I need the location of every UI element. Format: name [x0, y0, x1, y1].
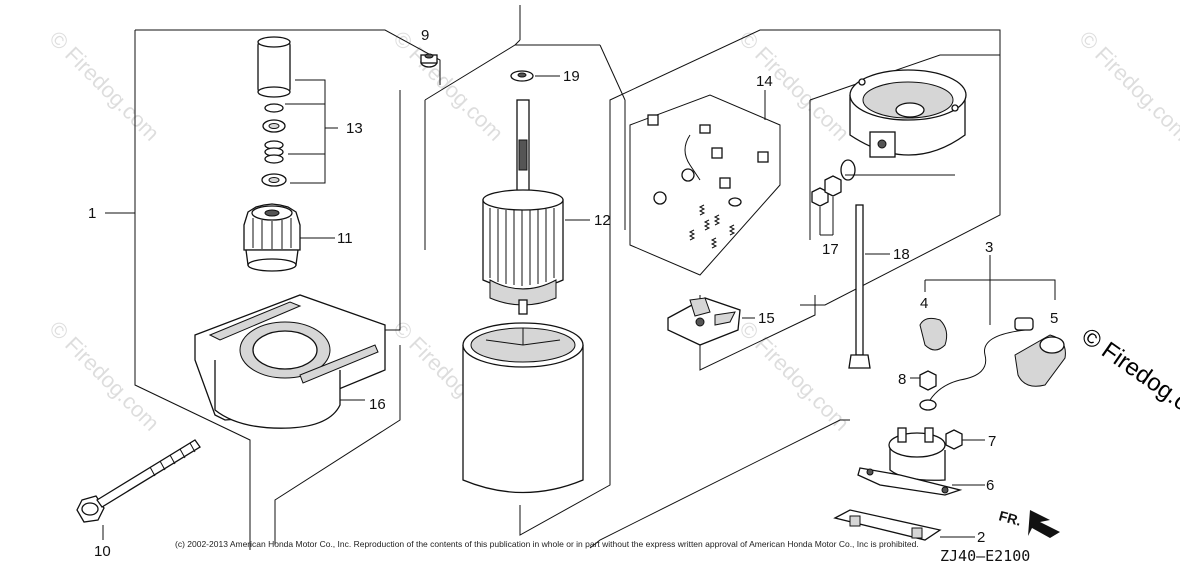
part-end-cover [845, 69, 967, 176]
callout-11: 11 [337, 230, 353, 247]
callout-1: 1 [88, 205, 96, 222]
callout-3: 3 [985, 239, 993, 256]
watermark: © Firedog.com [44, 26, 164, 146]
part-bracket-2 [833, 509, 975, 541]
callout-15: 15 [758, 310, 775, 327]
part-through-bolt-18 [848, 204, 890, 369]
part-cap-4 [919, 317, 948, 351]
part-bushing-9 [420, 53, 438, 68]
part-washer-19 [510, 70, 560, 82]
part-cable-3 [919, 255, 1056, 411]
part-solenoid-6 [857, 427, 985, 496]
group-outlines [134, 5, 1001, 550]
part-housing-16 [194, 294, 386, 429]
part-nut-7 [945, 429, 985, 450]
callout-13: 13 [346, 120, 363, 137]
callout-2: 2 [977, 529, 985, 546]
callout-12: 12 [594, 212, 611, 229]
part-pinion-gear-11 [243, 203, 335, 272]
part-nut-8 [910, 370, 937, 391]
callout-8: 8 [898, 371, 906, 388]
callout-4: 4 [920, 295, 928, 312]
watermark: © Firedog.com [734, 316, 854, 436]
part-armature-12 [482, 99, 590, 315]
watermark-edge: © Firedog.c [1077, 323, 1180, 416]
callout-16: 16 [369, 396, 386, 413]
watermark: © Firedog.com [1074, 26, 1180, 146]
copyright-notice: (c) 2002-2013 American Honda Motor Co., … [175, 539, 919, 549]
part-through-bolt-10 [76, 439, 201, 540]
callout-14: 14 [756, 73, 773, 90]
callout-6: 6 [986, 477, 994, 494]
callout-labels: 1 2 3 4 5 6 7 8 9 10 11 12 13 14 15 16 1… [88, 27, 1058, 560]
callout-5: 5 [1050, 310, 1058, 327]
front-arrow-label: FR. [997, 507, 1023, 528]
callout-10: 10 [94, 543, 111, 560]
callout-7: 7 [988, 433, 996, 450]
part-brush-holder-15 [667, 297, 755, 346]
callout-19: 19 [563, 68, 580, 85]
watermark: © Firedog.com [44, 316, 164, 436]
part-yoke [462, 322, 584, 494]
part-brush-kit-14 [629, 90, 781, 276]
part-nut-washer-17 [811, 159, 856, 236]
part-drive-stack-13 [257, 36, 338, 187]
part-boot-5 [1014, 334, 1066, 387]
callout-18: 18 [893, 246, 910, 263]
callout-17: 17 [822, 241, 839, 258]
callout-9: 9 [421, 27, 429, 44]
watermark: © Firedog.com [734, 26, 854, 146]
diagram-code: ZJ40—E2100 [940, 547, 1030, 565]
front-arrow: FR. [997, 507, 1060, 538]
